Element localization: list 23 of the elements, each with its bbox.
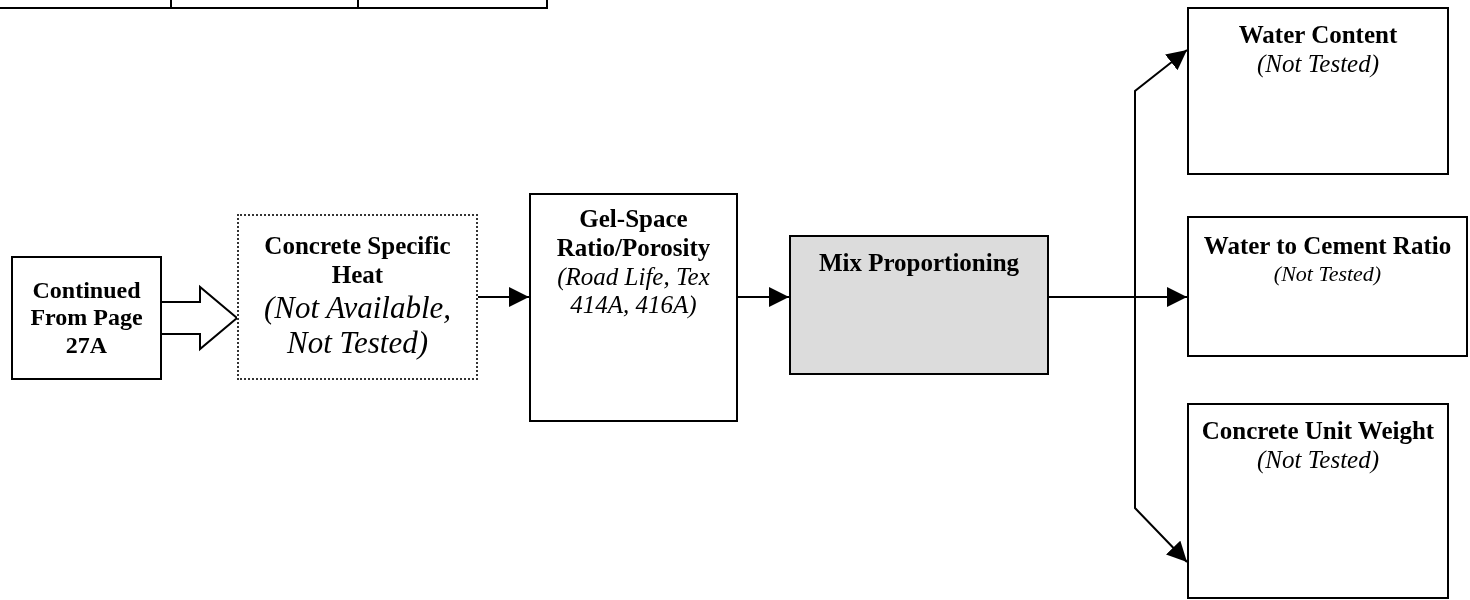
box-title: Concrete Specific Heat (263, 232, 452, 290)
box-note: (Road Life, Tex 414A, 416A) (556, 262, 711, 320)
flow-box (1187, 7, 1449, 175)
flow-box (11, 256, 162, 380)
box-title: Concrete Unit Weight (1201, 417, 1435, 446)
box-note: (Not Tested) (1257, 445, 1379, 475)
box-title: Water Content (1238, 21, 1398, 50)
flow-box (529, 193, 738, 422)
flow-box (1187, 216, 1468, 357)
box-note: (Not Available, Not Tested) (262, 289, 453, 361)
box-note: (Not Tested) (1257, 49, 1379, 79)
block-arrow (161, 284, 239, 352)
arrow (477, 287, 530, 307)
box-title: Gel-Space Ratio/Porosity (555, 205, 712, 263)
box-note: (Not Tested) (1273, 260, 1382, 287)
arrow (1048, 296, 1188, 563)
box-title: Mix Proportioning (818, 249, 1020, 278)
flow-box (237, 214, 478, 380)
box-title: Continued From Page 27A (29, 276, 144, 360)
process-box (789, 235, 1049, 375)
box-title: Water to Cement Ratio (1203, 232, 1452, 261)
flow-box (1187, 403, 1449, 599)
arrow (737, 287, 790, 307)
